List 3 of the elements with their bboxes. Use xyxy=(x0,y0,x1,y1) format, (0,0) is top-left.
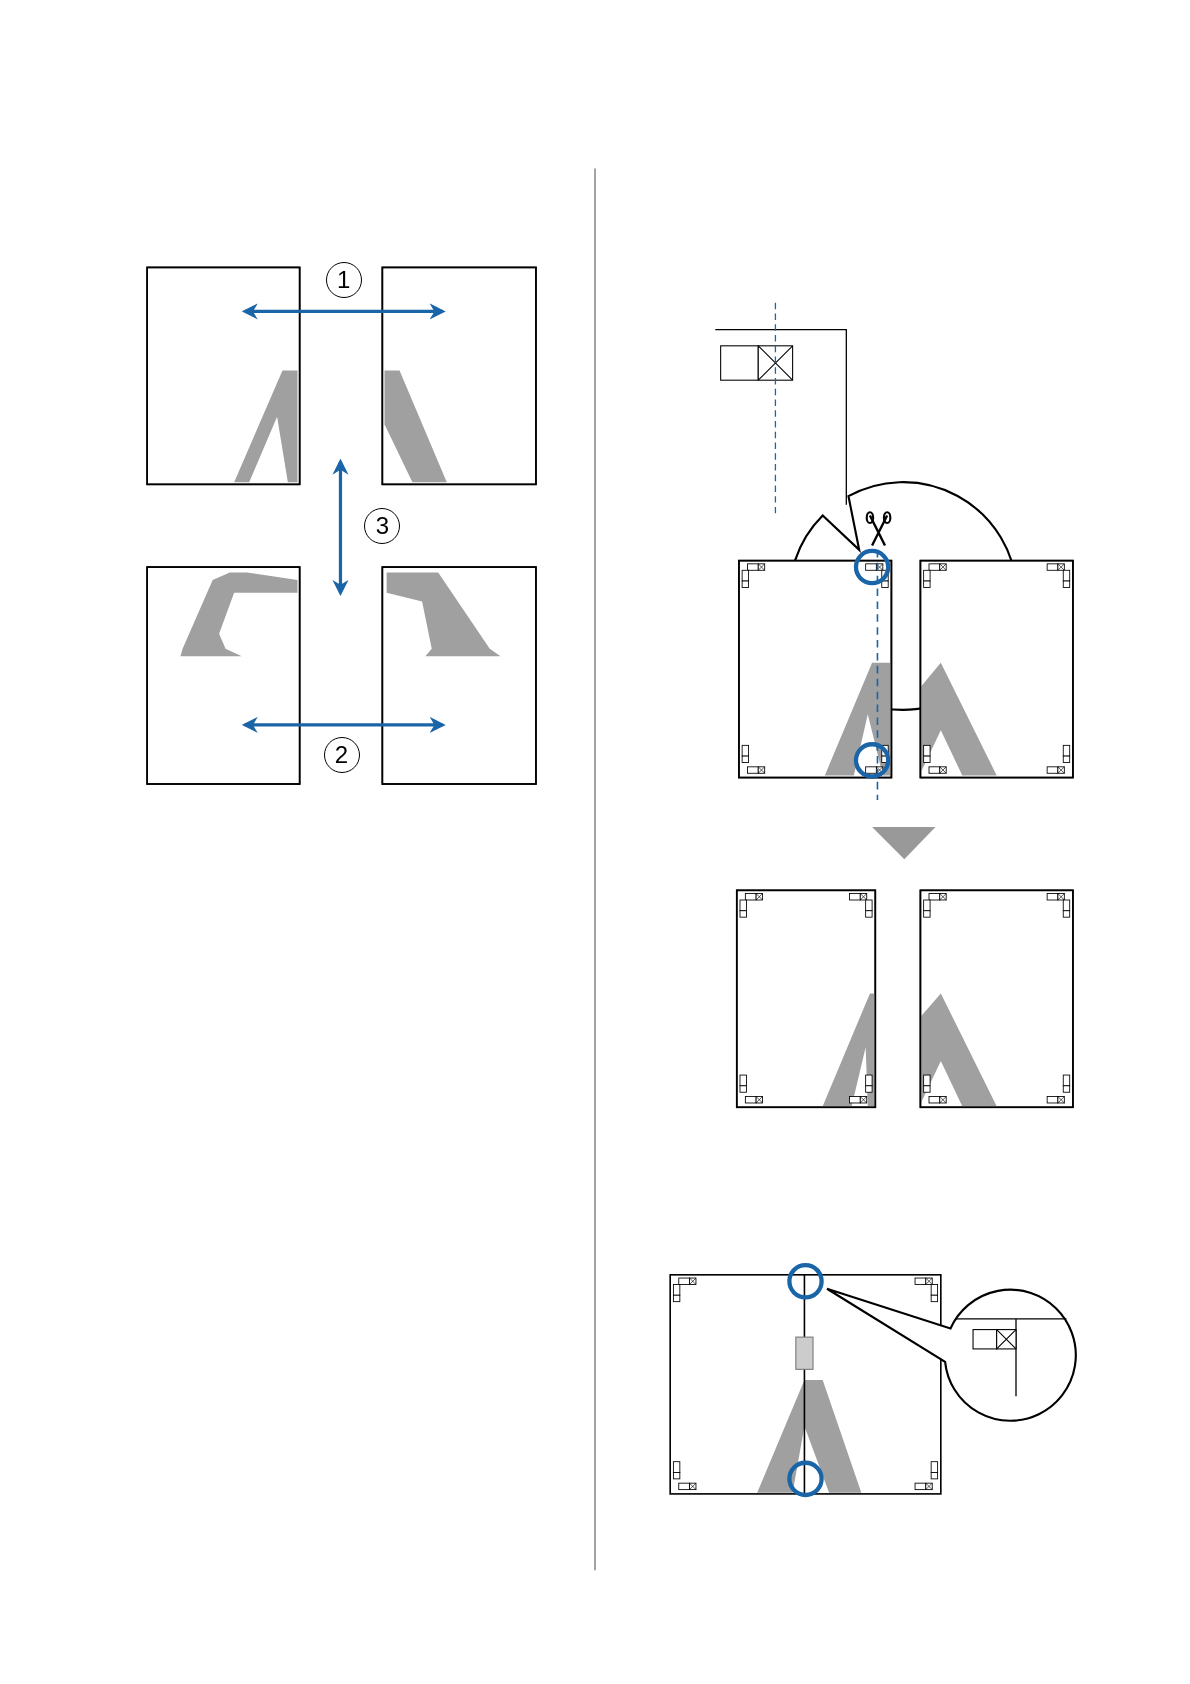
callout-number: 2 xyxy=(323,737,360,773)
callout-number: 1 xyxy=(325,262,362,299)
callout-number: 3 xyxy=(364,508,401,545)
